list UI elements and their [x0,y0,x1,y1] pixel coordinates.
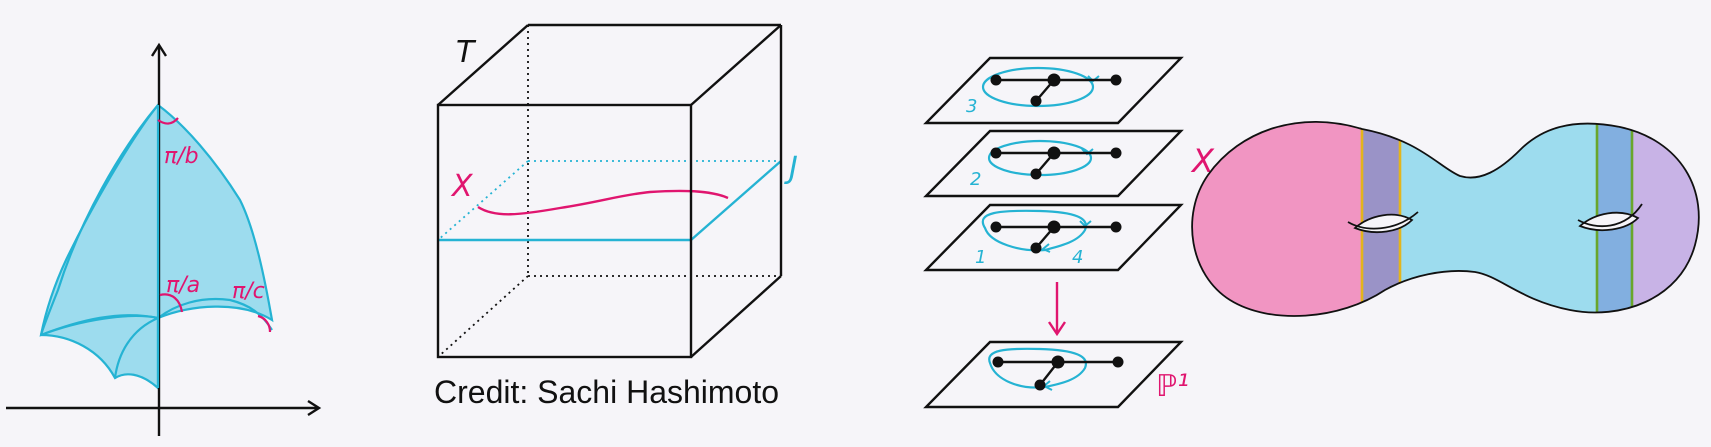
angle-arc-a [159,293,184,313]
credit-caption: Credit: Sachi Hashimoto [434,374,780,410]
layer-number-1: 1 [975,247,986,268]
angle-label-c: π/c [232,279,265,304]
cube-top-right-edge [690,24,782,106]
layer-top: 3 [923,56,1184,125]
cube-bottom-right-edge [690,275,782,358]
genus-two-surface-icon [1191,121,1700,317]
cube-label-J: J [784,151,798,186]
angle-arc-b [157,117,179,125]
cube-label-T: T [456,35,477,70]
cube-label-X: X [450,169,474,204]
surface-outline [1191,121,1700,317]
layer-middle: 2 [923,129,1184,198]
left-outer-arc [39,104,159,336]
cube-top-left-edge [437,24,529,106]
layer-number-2: 2 [970,169,981,190]
y-axis-arrowhead [150,42,168,57]
plane-right-edge [690,160,782,241]
angle-label-b: π/b [164,144,199,169]
cube-front-face [436,103,693,359]
layer-base [923,340,1184,409]
inner-arc [113,316,159,379]
right-hole-curve [1577,203,1643,227]
layer-number-4: 4 [1072,247,1083,268]
layer-bottom: 1 4 [923,203,1184,272]
angle-label-a: π/a [166,273,200,298]
projection-arrow [1048,282,1066,337]
stack-label-P1: ℙ¹ [1156,369,1189,404]
cube-panel: T J X [436,23,798,359]
lower-region [40,314,160,391]
left-hole-curve [1347,211,1419,230]
angle-arc-c [257,314,272,333]
x-axis-arrowhead [307,399,322,417]
hidden-edge-bottom-left [437,275,529,358]
stack-panel: 3 2 1 4 [923,56,1215,409]
plane-left-edge [437,160,529,241]
layer-number-3: 3 [966,96,977,117]
triangle-panel: π/b π/a π/c [6,42,322,436]
